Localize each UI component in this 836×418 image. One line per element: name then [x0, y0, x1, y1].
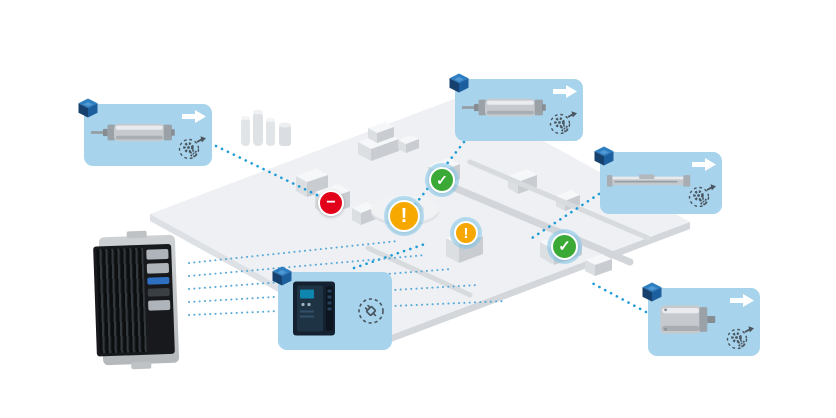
component-card-servo-drive: [272, 266, 392, 350]
usb-port: [147, 276, 170, 285]
ethernet-port: [146, 262, 170, 274]
ethernet-port: [148, 299, 171, 311]
servo-drive-image: [290, 280, 338, 343]
card-icons: [355, 277, 387, 345]
controller-body: [93, 243, 175, 357]
card-icons: [725, 293, 755, 351]
digitalization-cube-icon: [593, 145, 615, 167]
card-icons: [687, 157, 717, 209]
connector-port: [147, 287, 170, 297]
component-card-compact-cylinder: [642, 282, 760, 356]
linear-drive-image: [607, 169, 691, 198]
digitalization-cube-icon: [641, 281, 663, 303]
warning-glyph: !: [463, 224, 469, 242]
round-cylinder-image: [462, 95, 554, 126]
forward-arrow-icon: [730, 294, 754, 307]
digitalization-cube-icon: [448, 72, 470, 94]
round-cylinder-image: [91, 120, 183, 151]
status-badge-error: −: [318, 190, 344, 216]
forward-arrow-icon: [553, 85, 577, 98]
status-badge-ok-2: ✓: [551, 233, 578, 260]
ethernet-port: [146, 248, 169, 260]
gear-maintenance-arrow-icon: [178, 136, 206, 160]
heatsink-fins: [96, 247, 147, 354]
card-icons: [177, 109, 207, 161]
check-glyph: ✓: [558, 238, 571, 255]
error-glyph: −: [326, 194, 336, 211]
forward-arrow-icon: [182, 110, 206, 123]
component-card-linear-drive: [594, 146, 722, 214]
compact-cylinder-image: [655, 300, 717, 345]
gear-maintenance-arrow-icon: [688, 184, 716, 208]
card-icons: [548, 84, 578, 136]
status-badge-warning-secondary: !: [454, 221, 478, 245]
plug-connectivity-icon: [358, 298, 384, 324]
io-port-column: [146, 248, 171, 350]
warning-glyph: !: [400, 205, 408, 227]
gear-maintenance-arrow-icon: [726, 326, 754, 350]
component-card-round-cylinder-2: [449, 73, 583, 141]
forward-arrow-icon: [692, 158, 716, 171]
component-card-round-cylinder-1: [78, 98, 212, 166]
check-glyph: ✓: [436, 172, 448, 188]
digitalization-cube-icon: [271, 265, 293, 287]
gear-maintenance-arrow-icon: [549, 111, 577, 135]
storage-tanks: [241, 109, 291, 146]
edge-controller-device: [91, 234, 187, 366]
status-badge-ok-1: ✓: [429, 167, 455, 193]
status-badge-warning-main: !: [388, 200, 420, 232]
digitalization-cube-icon: [77, 97, 99, 119]
